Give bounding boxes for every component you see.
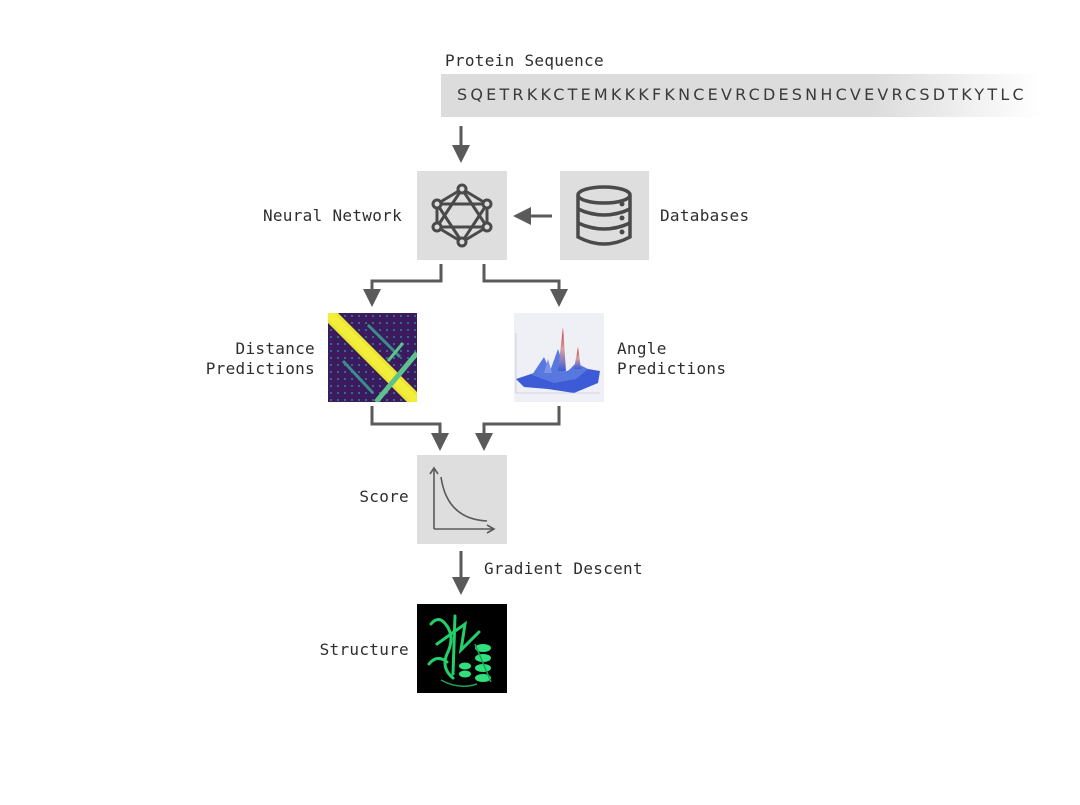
protein-sequence-title: Protein Sequence	[445, 51, 604, 70]
structure-image	[417, 604, 507, 693]
distance-predictions-label: Distance Predictions	[180, 339, 315, 379]
protein-sequence-bar: SQETRKKCTEMKKKFKNCEVRCDESNHCVEVRCSDTKYTL…	[441, 74, 1041, 117]
arrow-distance-to-score	[370, 406, 449, 451]
arrow-network-to-distance	[363, 264, 443, 307]
distance-heatmap	[328, 313, 417, 402]
score-box	[417, 455, 507, 544]
database-icon	[576, 185, 632, 246]
distance-label-line1: Distance	[235, 339, 315, 358]
angle-label-line2: Predictions	[617, 359, 727, 378]
score-label: Score	[359, 487, 409, 506]
neural-network-icon	[431, 183, 493, 248]
distance-label-line2: Predictions	[205, 359, 315, 378]
arrow-network-to-angle	[482, 264, 568, 307]
score-curve-icon	[429, 466, 496, 534]
arrow-angle-to-score	[475, 406, 561, 451]
structure-label: Structure	[319, 640, 409, 659]
neural-network-label: Neural Network	[262, 206, 402, 225]
angle-surface-plot	[514, 313, 604, 402]
databases-box	[560, 171, 649, 260]
gradient-descent-label: Gradient Descent	[484, 559, 643, 578]
neural-network-box	[417, 171, 507, 260]
angle-label-line1: Angle	[617, 339, 667, 358]
databases-label: Databases	[660, 206, 750, 225]
protein-sequence-text: SQETRKKCTEMKKKFKNCEVRCDESNHCVEVRCSDTKYTL…	[457, 85, 1027, 104]
angle-predictions-label: Angle Predictions	[617, 339, 726, 379]
